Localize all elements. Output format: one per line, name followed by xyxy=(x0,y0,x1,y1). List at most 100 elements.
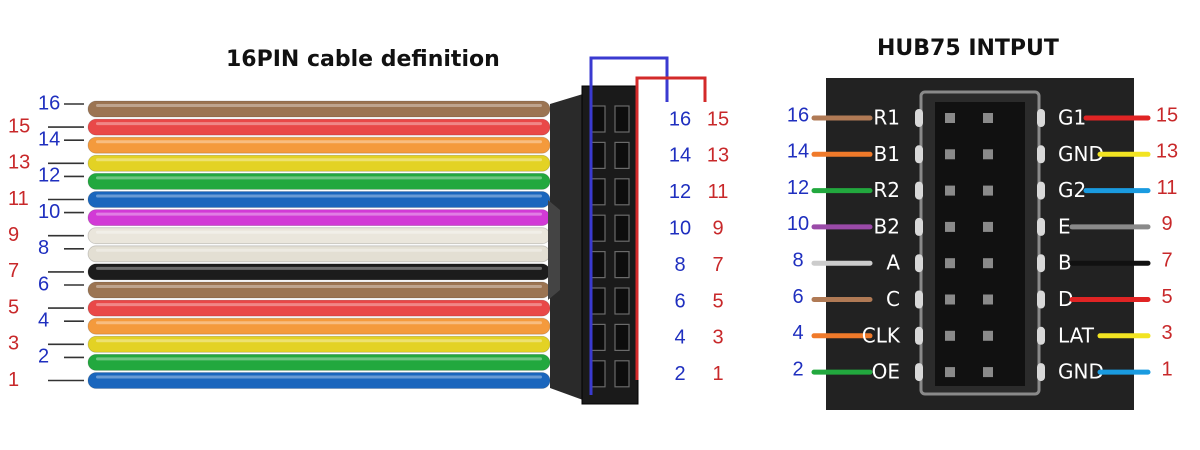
hub75-header-inner xyxy=(935,102,1025,386)
hub-number-6: 6 xyxy=(792,286,803,308)
side-pad xyxy=(1037,363,1045,382)
hub-label-b: B xyxy=(1058,251,1072,275)
connector-hole xyxy=(590,141,606,169)
side-pad xyxy=(915,181,923,200)
connector-number-9: 9 xyxy=(712,217,723,239)
hub-number-13: 13 xyxy=(1156,141,1178,163)
side-pad xyxy=(1037,254,1045,273)
wire-highlight xyxy=(96,321,542,325)
connector-number-5: 5 xyxy=(712,290,723,312)
connector-hole xyxy=(614,287,630,315)
wire-highlight xyxy=(96,285,542,288)
wire-highlight xyxy=(96,230,542,234)
wire-3 xyxy=(87,335,551,353)
hub-label-g1: G1 xyxy=(1058,106,1086,130)
wire-13 xyxy=(87,154,551,172)
wire-highlight xyxy=(96,266,542,270)
header-pin xyxy=(983,185,993,196)
wire-number-6: 6 xyxy=(38,273,49,295)
connector-hole xyxy=(614,178,630,206)
hub-label-lat: LAT xyxy=(1058,323,1095,347)
wire-number-3: 3 xyxy=(8,333,19,355)
wire-highlight xyxy=(96,194,542,198)
wire-number-4: 4 xyxy=(38,309,49,331)
side-pad xyxy=(1037,145,1045,164)
connector-hole xyxy=(590,105,606,133)
hub-label-a: A xyxy=(886,251,900,275)
hub-label-clk: CLK xyxy=(862,323,901,347)
connector-number-7: 7 xyxy=(712,254,723,276)
side-pad xyxy=(1037,217,1045,236)
wire-number-13: 13 xyxy=(8,152,30,174)
wire-highlight xyxy=(96,357,542,361)
hub-number-4: 4 xyxy=(792,322,803,344)
wire-number-2: 2 xyxy=(38,346,49,368)
connector-hole xyxy=(614,141,630,169)
wire-number-9: 9 xyxy=(8,224,19,246)
wire-number-7: 7 xyxy=(8,260,19,282)
wire-15 xyxy=(87,118,551,136)
hub-number-3: 3 xyxy=(1161,322,1172,344)
wire-highlight xyxy=(96,303,542,307)
header-pin xyxy=(945,258,955,269)
connector-hole xyxy=(590,251,606,279)
wire-highlight xyxy=(96,122,542,126)
connector-number-11: 11 xyxy=(708,181,729,203)
connector-hole xyxy=(614,105,630,133)
hub-number-12: 12 xyxy=(787,177,809,199)
hub75-input-title: HUB75 INTPUT xyxy=(877,36,1059,61)
wire-highlight xyxy=(96,140,542,144)
connector-number-4: 4 xyxy=(674,327,685,349)
connector-hole xyxy=(590,214,606,242)
hub-number-14: 14 xyxy=(787,141,809,163)
blue-guide-line xyxy=(589,56,669,395)
connector-hole xyxy=(614,360,630,388)
wire-highlight xyxy=(96,158,542,162)
wire-1 xyxy=(87,372,551,389)
red-guide-line xyxy=(635,76,707,380)
hub-number-8: 8 xyxy=(792,249,803,271)
hub-label-oe: OE xyxy=(872,360,900,384)
connector-shroud-side xyxy=(550,94,583,400)
wire-11 xyxy=(87,191,551,208)
connector-key xyxy=(548,200,560,300)
wire-number-14: 14 xyxy=(38,128,60,150)
header-pin xyxy=(983,113,993,123)
connector-number-1: 1 xyxy=(712,363,723,385)
wire-highlight xyxy=(96,248,542,252)
wire-number-16: 16 xyxy=(38,92,60,114)
wire-16 xyxy=(87,100,551,118)
side-pad xyxy=(1037,109,1045,127)
hub-number-7: 7 xyxy=(1161,249,1172,271)
header-pin xyxy=(945,367,955,378)
connector-number-16: 16 xyxy=(669,108,691,130)
header-pin xyxy=(945,330,955,341)
wire-12 xyxy=(87,172,551,190)
hub-number-9: 9 xyxy=(1161,213,1172,235)
header-pin xyxy=(983,367,993,378)
cable-definition-title: 16PIN cable definition xyxy=(226,47,500,72)
connector-hole xyxy=(590,323,606,351)
connector-number-2: 2 xyxy=(674,363,685,385)
hub-label-b2: B2 xyxy=(874,214,900,238)
side-pad xyxy=(915,254,923,273)
header-pin xyxy=(983,330,993,341)
connector-hole xyxy=(590,360,606,388)
header-pin xyxy=(983,149,993,160)
side-pad xyxy=(915,217,923,236)
side-pad xyxy=(915,363,923,382)
wire-5 xyxy=(87,299,551,317)
header-pin xyxy=(945,149,955,160)
header-pin xyxy=(983,294,993,305)
hub-label-r2: R2 xyxy=(873,178,900,202)
wire-number-15: 15 xyxy=(8,115,30,137)
wire-number-1: 1 xyxy=(8,369,19,391)
side-pad xyxy=(915,109,923,127)
wire-4 xyxy=(87,317,551,335)
side-pad xyxy=(1037,326,1045,345)
hub-number-15: 15 xyxy=(1156,104,1178,126)
wire-highlight xyxy=(96,339,542,343)
